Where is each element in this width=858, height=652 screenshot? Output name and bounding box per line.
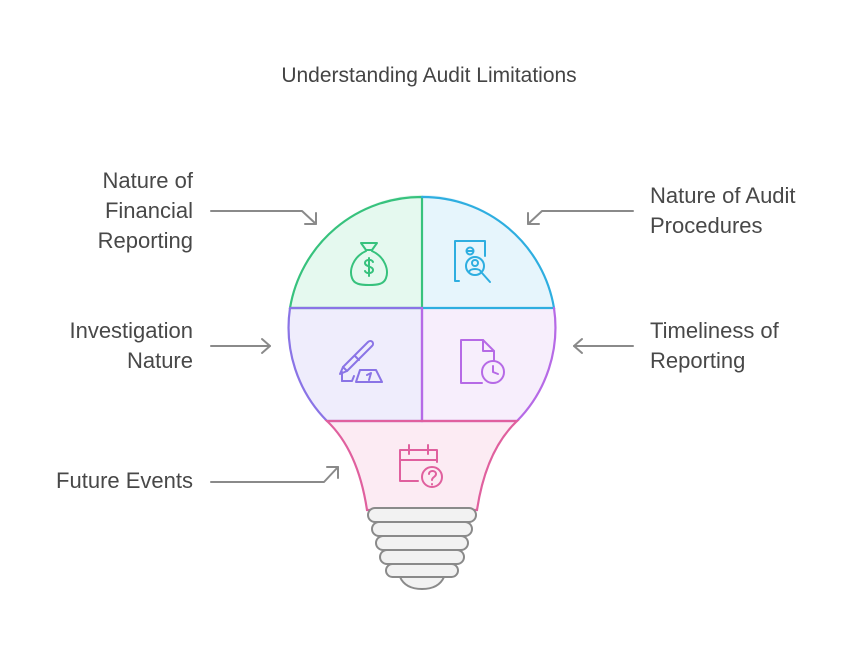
segment-financial-fill bbox=[289, 194, 422, 308]
arrow-timeliness bbox=[573, 338, 634, 354]
label-timeliness-of-reporting: Timeliness of Reporting bbox=[650, 318, 779, 373]
segment-future-fill bbox=[289, 421, 556, 511]
calendar-question-icon bbox=[399, 444, 443, 488]
segment-future-outline bbox=[324, 419, 520, 512]
diagram-title: Understanding Audit Limitations bbox=[281, 64, 577, 87]
label-investigation-nature: Investigation Nature bbox=[69, 318, 193, 373]
arrow-procedures bbox=[527, 210, 634, 225]
segment-financial-outline bbox=[288, 195, 424, 310]
document-clock-icon bbox=[460, 339, 505, 384]
money-bag-icon bbox=[350, 242, 388, 286]
segment-procedures-fill bbox=[422, 194, 556, 308]
label-nature-of-audit-procedures: Nature of Audit Procedures bbox=[650, 183, 796, 238]
arrow-investigation bbox=[210, 338, 271, 354]
segment-procedures-outline bbox=[420, 195, 556, 310]
arrow-financial bbox=[210, 210, 317, 225]
segment-investigation-fill bbox=[289, 308, 422, 421]
pen-writing-icon bbox=[339, 339, 383, 383]
audit-document-search-icon bbox=[454, 240, 491, 283]
arrow-future bbox=[210, 466, 339, 483]
segment-timeliness-fill bbox=[422, 308, 556, 421]
bulb-base bbox=[367, 507, 477, 591]
label-nature-of-financial-reporting: Nature of Financial Reporting bbox=[97, 168, 193, 253]
label-future-events: Future Events bbox=[56, 468, 193, 493]
